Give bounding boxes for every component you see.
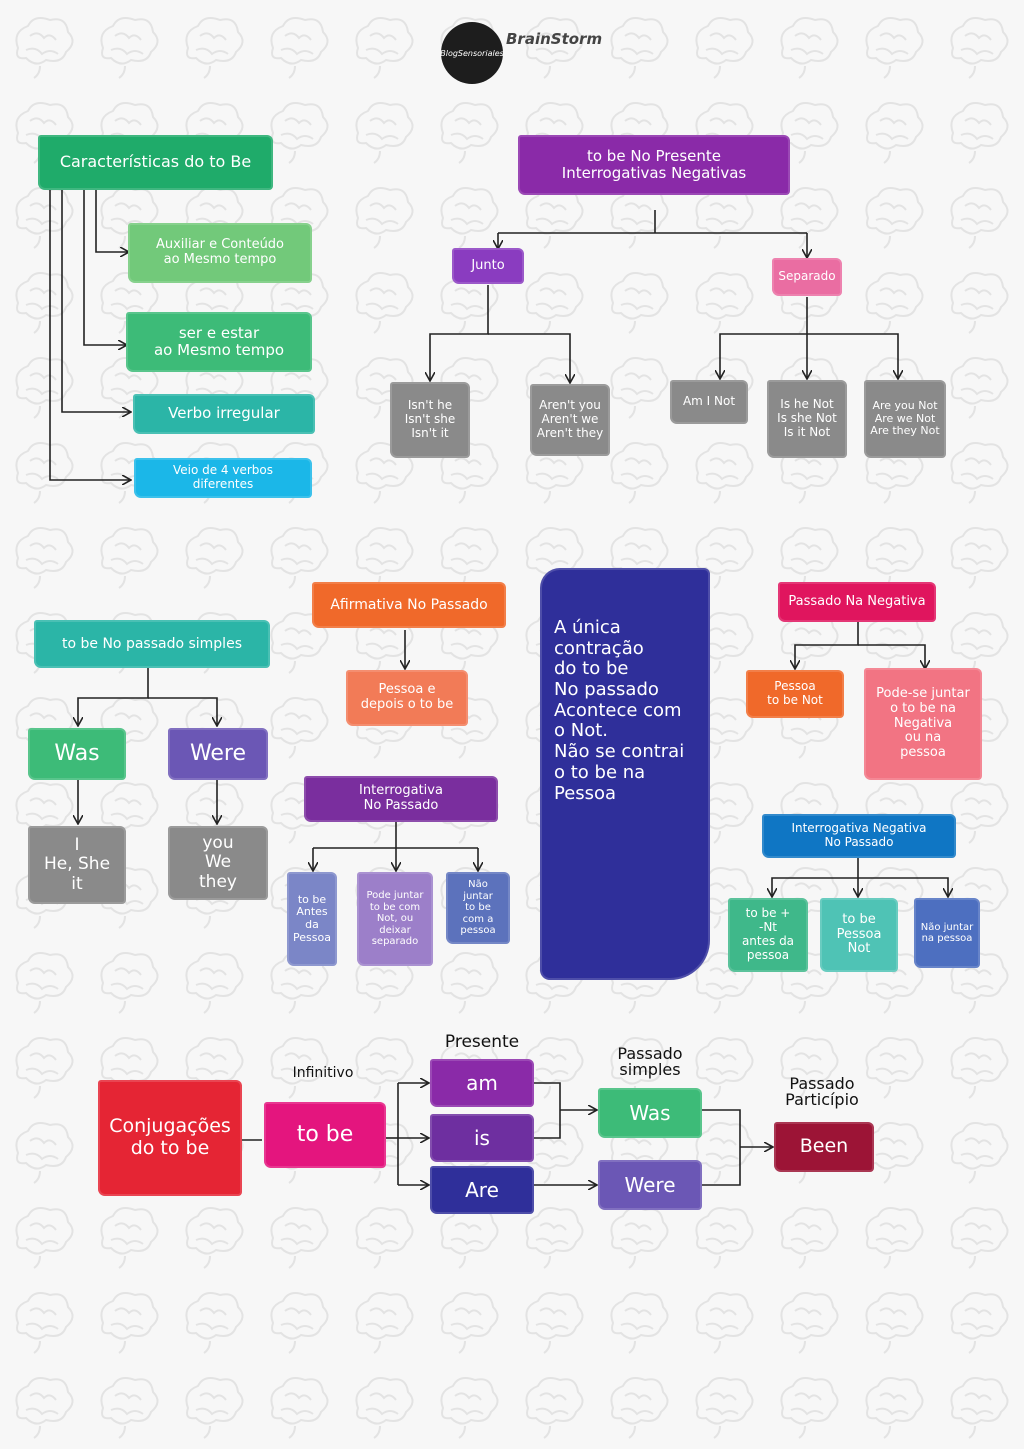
separado-item-1: Am I Not [670, 380, 748, 424]
presente-label: Presente [444, 1032, 520, 1052]
passado-simples-label: Passado simples [617, 1044, 683, 1079]
caracteristica-item-2: ser e estar ao Mesmo tempo [126, 312, 312, 372]
infinitivo-box: to be [264, 1102, 386, 1168]
passado-negativa-title: Passado Na Negativa [778, 582, 936, 622]
passado-simples-title: to be No passado simples [34, 620, 270, 668]
interrogativa-passado-item-3: Não juntar to be com a pessoa [446, 872, 510, 944]
infinitivo-label: Infinitivo [292, 1065, 354, 1081]
interrogativa-negativa-item-1: to be + -Nt antes da pessoa [728, 898, 808, 972]
brainstorm-logo: BrainStorm [506, 30, 603, 48]
participio-label: Passado Particípio [785, 1074, 859, 1109]
interrogativa-passado-title: Interrogativa No Passado [304, 776, 498, 822]
interrogativa-passado-item-1: to be Antes da Pessoa [287, 872, 337, 966]
junto-item-2: Aren't you Aren't we Aren't they [530, 384, 610, 456]
was-box: Was [28, 728, 126, 780]
conjugacoes-title: Conjugações do to be [98, 1080, 242, 1196]
afirmativa-passado-title: Afirmativa No Passado [312, 582, 506, 628]
were-box: Were [168, 728, 268, 780]
interrogativa-negativa-item-2: to be Pessoa Not [820, 898, 898, 972]
afirmativa-passado-rule: Pessoa e depois o to be [346, 670, 468, 726]
caracteristica-item-4: Veio de 4 verbos diferentes [134, 458, 312, 498]
presente-interrogativas-title: to be No Presente Interrogativas Negativ… [518, 135, 790, 195]
junto-box: Junto [452, 248, 524, 284]
passado-negativa-item-2: Pode-se juntar o to be na Negativa ou na… [864, 668, 982, 780]
was-pronouns: I He, She it [28, 826, 126, 904]
caracteristica-item-1: Auxiliar e Conteúdo ao Mesmo tempo [128, 223, 312, 283]
caracteristicas-title: Características do to Be [38, 135, 273, 190]
separado-item-3: Are you Not Are we Not Are they Not [864, 380, 946, 458]
passado-were: Were [598, 1160, 702, 1210]
participio-been: Been [774, 1122, 874, 1172]
passado-was: Was [598, 1088, 702, 1138]
blog-logo: BlogSensoriales [440, 22, 504, 84]
presente-am: am [430, 1059, 534, 1107]
interrogativa-passado-item-2: Pode juntar to be com Not, ou deixar sep… [357, 872, 433, 966]
presente-are: Are [430, 1166, 534, 1214]
caracteristica-item-3: Verbo irregular [133, 394, 315, 434]
separado-box: Separado [772, 258, 842, 296]
junto-item-1: Isn't he Isn't she Isn't it [390, 382, 470, 458]
presente-is: is [430, 1114, 534, 1162]
interrogativa-negativa-item-3: Não juntar na pessoa [914, 898, 980, 968]
contracao-note: A única contração do to be No passado Ac… [540, 568, 710, 980]
passado-negativa-item-1: Pessoa to be Not [746, 670, 844, 718]
interrogativa-negativa-passado-title: Interrogativa Negativa No Passado [762, 814, 956, 858]
separado-item-2: Is he Not Is she Not Is it Not [767, 380, 847, 458]
were-pronouns: you We they [168, 826, 268, 900]
